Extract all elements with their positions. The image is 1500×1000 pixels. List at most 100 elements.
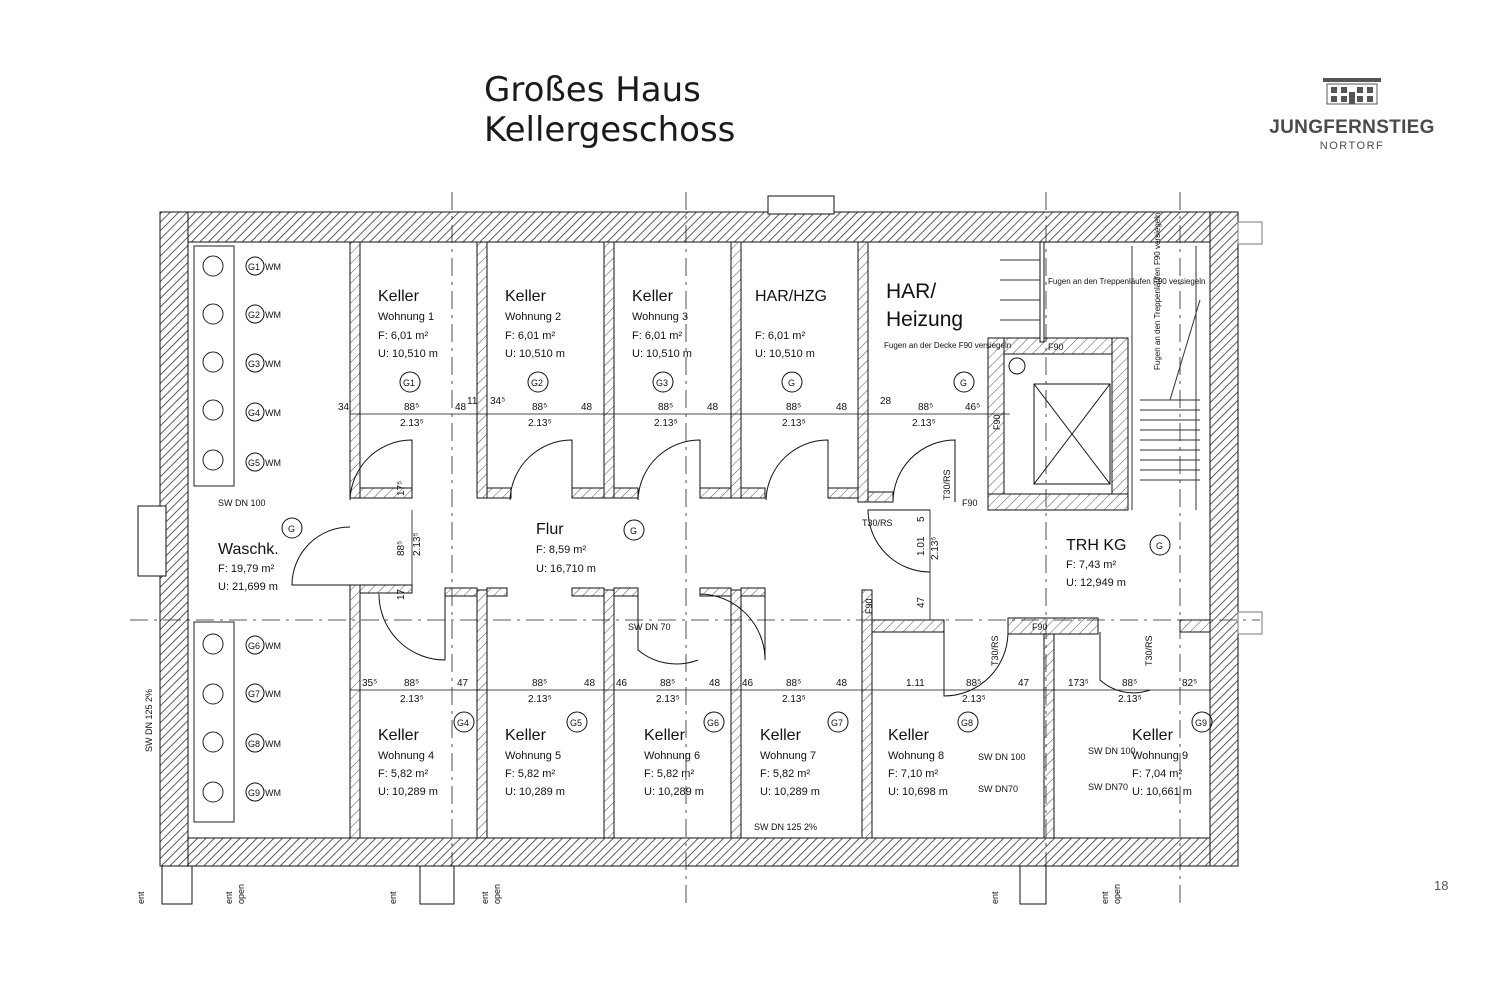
label-t30rs-1: T30/RS xyxy=(942,469,952,500)
label-f90-top: F90 xyxy=(1048,342,1064,352)
room-area: F: 6,01 m² xyxy=(505,330,555,342)
svg-text:11: 11 xyxy=(467,396,478,407)
svg-text:35⁵: 35⁵ xyxy=(362,678,377,689)
svg-text:open: open xyxy=(492,884,502,904)
room-name: Waschk. xyxy=(218,541,279,558)
building-logo-icon xyxy=(1323,78,1381,105)
svg-text:48: 48 xyxy=(836,678,848,689)
svg-text:G3: G3 xyxy=(248,359,260,369)
door-swings xyxy=(291,439,1151,697)
label-t30rs-4: T30/RS xyxy=(1144,635,1154,666)
foundation-stubs xyxy=(161,865,1047,905)
svg-text:48: 48 xyxy=(581,402,593,413)
logo-name: JUNGFERNSTIEG xyxy=(1269,117,1435,138)
room-sub: Wohnung 3 xyxy=(632,311,688,323)
label-sw-dn125-side: SW DN 125 2% xyxy=(144,689,154,752)
svg-text:48: 48 xyxy=(455,402,467,413)
svg-text:88⁵: 88⁵ xyxy=(396,541,407,556)
title-line-2: Kellergeschoss xyxy=(484,110,736,150)
svg-text:WM: WM xyxy=(265,262,281,272)
svg-text:1.11: 1.11 xyxy=(906,678,925,689)
room-name: Keller xyxy=(505,288,547,305)
svg-text:88⁵: 88⁵ xyxy=(966,678,981,689)
room-area: F: 5,82 m² xyxy=(378,768,428,780)
svg-text:88⁵: 88⁵ xyxy=(532,402,547,413)
svg-text:46: 46 xyxy=(742,678,754,689)
label-sw-dn100-w9: SW DN 100 xyxy=(1088,746,1136,756)
svg-text:34: 34 xyxy=(338,402,350,413)
label-sw-dn125-bottom: SW DN 125 2% xyxy=(754,822,817,832)
svg-text:88⁵: 88⁵ xyxy=(404,678,419,689)
room-name: Keller xyxy=(378,288,420,305)
svg-text:2.13⁵: 2.13⁵ xyxy=(782,694,806,705)
svg-text:28: 28 xyxy=(880,396,892,407)
svg-text:WM: WM xyxy=(265,641,281,651)
room-gauge-id: G8 xyxy=(961,718,973,728)
room-sub: Wohnung 9 xyxy=(1132,750,1188,762)
outer-walls xyxy=(137,195,1263,867)
room-area: F: 6,01 m² xyxy=(378,330,428,342)
room-gauge-id: G9 xyxy=(1195,718,1207,728)
room-perimeter: U: 12,949 m xyxy=(1066,577,1126,589)
room-flur: Flur F: 8,59 m² U: 16,710 m G xyxy=(536,519,645,575)
room-waschkueche: Waschk. F: 19,79 m² U: 21,699 m G xyxy=(218,517,303,593)
washer-column xyxy=(193,245,235,823)
svg-text:open: open xyxy=(236,884,246,904)
svg-text:47: 47 xyxy=(457,678,469,689)
room-labels: Keller Wohnung 1 F: 6,01 m² U: 10,510 m … xyxy=(218,280,1213,798)
room-name: HAR/HZG xyxy=(755,288,827,305)
room-keller-1: Keller Wohnung 1 F: 6,01 m² U: 10,510 m … xyxy=(378,288,438,393)
label-f90-bottom: F90 xyxy=(962,498,978,508)
svg-text:2.13⁵: 2.13⁵ xyxy=(912,418,936,429)
room-area: F: 5,82 m² xyxy=(505,768,555,780)
room-name: TRH KG xyxy=(1066,537,1126,554)
svg-text:82⁵: 82⁵ xyxy=(1182,678,1197,689)
room-keller-2: Keller Wohnung 2 F: 6,01 m² U: 10,510 m … xyxy=(505,288,565,393)
svg-text:ent: ent xyxy=(990,891,1000,904)
room-gauge-id: G7 xyxy=(831,718,843,728)
room-sub: Wohnung 4 xyxy=(378,750,434,762)
room-perimeter: U: 10,698 m xyxy=(888,786,948,798)
svg-text:ent: ent xyxy=(388,891,398,904)
svg-text:88⁵: 88⁵ xyxy=(404,402,419,413)
svg-text:ent: ent xyxy=(136,891,146,904)
room-perimeter: U: 10,510 m xyxy=(755,348,815,360)
label-t30rs-3: T30/RS xyxy=(990,635,1000,666)
room-sub: Wohnung 6 xyxy=(644,750,700,762)
label-f90-side: F90 xyxy=(992,414,1002,430)
svg-text:88⁵: 88⁵ xyxy=(660,678,675,689)
room-keller-5: Keller Wohnung 5 F: 5,82 m² U: 10,289 m … xyxy=(505,711,588,798)
room-gauge-id: G xyxy=(630,526,637,536)
room-gauge-id: G2 xyxy=(531,378,543,388)
room-area: F: 5,82 m² xyxy=(644,768,694,780)
room-name: HAR/ xyxy=(886,280,936,303)
room-sub: Wohnung 8 xyxy=(888,750,944,762)
room-name: Keller xyxy=(1132,727,1174,744)
room-keller-4: Keller Wohnung 4 F: 5,82 m² U: 10,289 m … xyxy=(378,711,475,798)
staircase xyxy=(1000,246,1201,510)
room-keller-6: Keller Wohnung 6 F: 5,82 m² U: 10,289 m … xyxy=(644,711,725,798)
room-perimeter: U: 10,289 m xyxy=(505,786,565,798)
svg-text:5: 5 xyxy=(916,516,927,522)
room-area: F: 6,01 m² xyxy=(632,330,682,342)
label-t30rs-2: T30/RS xyxy=(862,518,893,528)
room-name: Keller xyxy=(632,288,674,305)
room-har-heizung: HAR/ Heizung G xyxy=(886,280,975,393)
room-name: Keller xyxy=(760,727,802,744)
svg-text:WM: WM xyxy=(265,458,281,468)
room-gauge-id: G6 xyxy=(707,718,719,728)
svg-text:ent: ent xyxy=(1100,891,1110,904)
room-perimeter: U: 21,699 m xyxy=(218,581,278,593)
room-gauge-id: G1 xyxy=(403,378,415,388)
room-perimeter: U: 10,289 m xyxy=(378,786,438,798)
svg-text:2.13⁵: 2.13⁵ xyxy=(528,418,552,429)
svg-text:WM: WM xyxy=(265,689,281,699)
svg-text:2.13⁵: 2.13⁵ xyxy=(1118,694,1142,705)
svg-text:34⁵: 34⁵ xyxy=(490,396,505,407)
